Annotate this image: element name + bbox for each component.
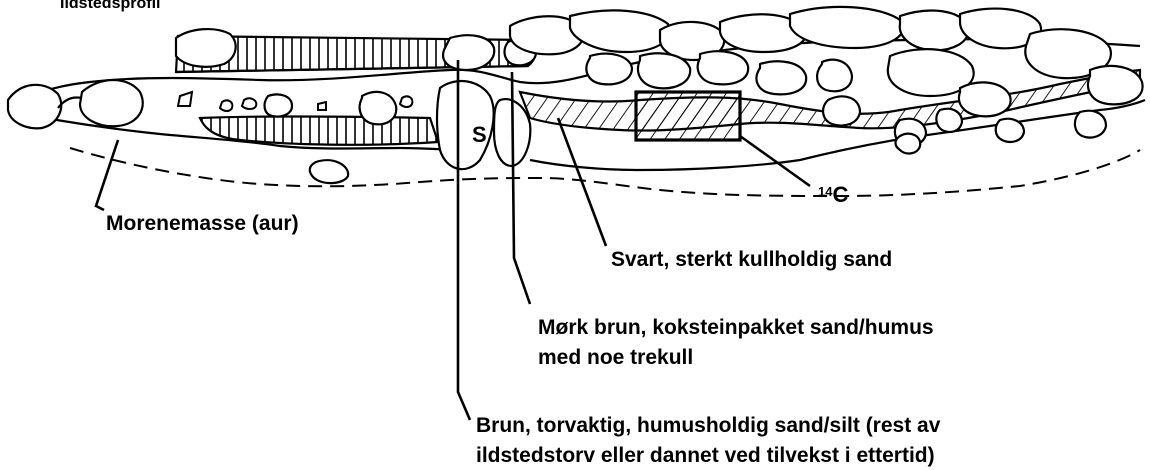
mork-label-line2: med noe trekull [538,346,693,369]
section-label-s: S [472,122,487,147]
top-cropped-caption: Ildstedsprofil [60,0,160,12]
morene-label: Morenemasse (aur) [106,212,299,235]
c14-sample-box [636,92,740,140]
morene-dashed-boundary [70,148,1140,196]
leader-morene [96,140,118,210]
brun-label-line2: ildstedstorv eller dannet ved tilvekst i… [476,444,935,467]
c14-label: 14C [818,182,848,207]
svart-label: Svart, sterkt kullholdig sand [611,248,892,271]
brun-label-line1: Brun, torvaktig, humusholdig sand/silt (… [476,414,941,437]
lower-brown-band [200,117,438,145]
mork-label-line1: Mørk brun, koksteinpakket sand/humus [538,316,934,339]
